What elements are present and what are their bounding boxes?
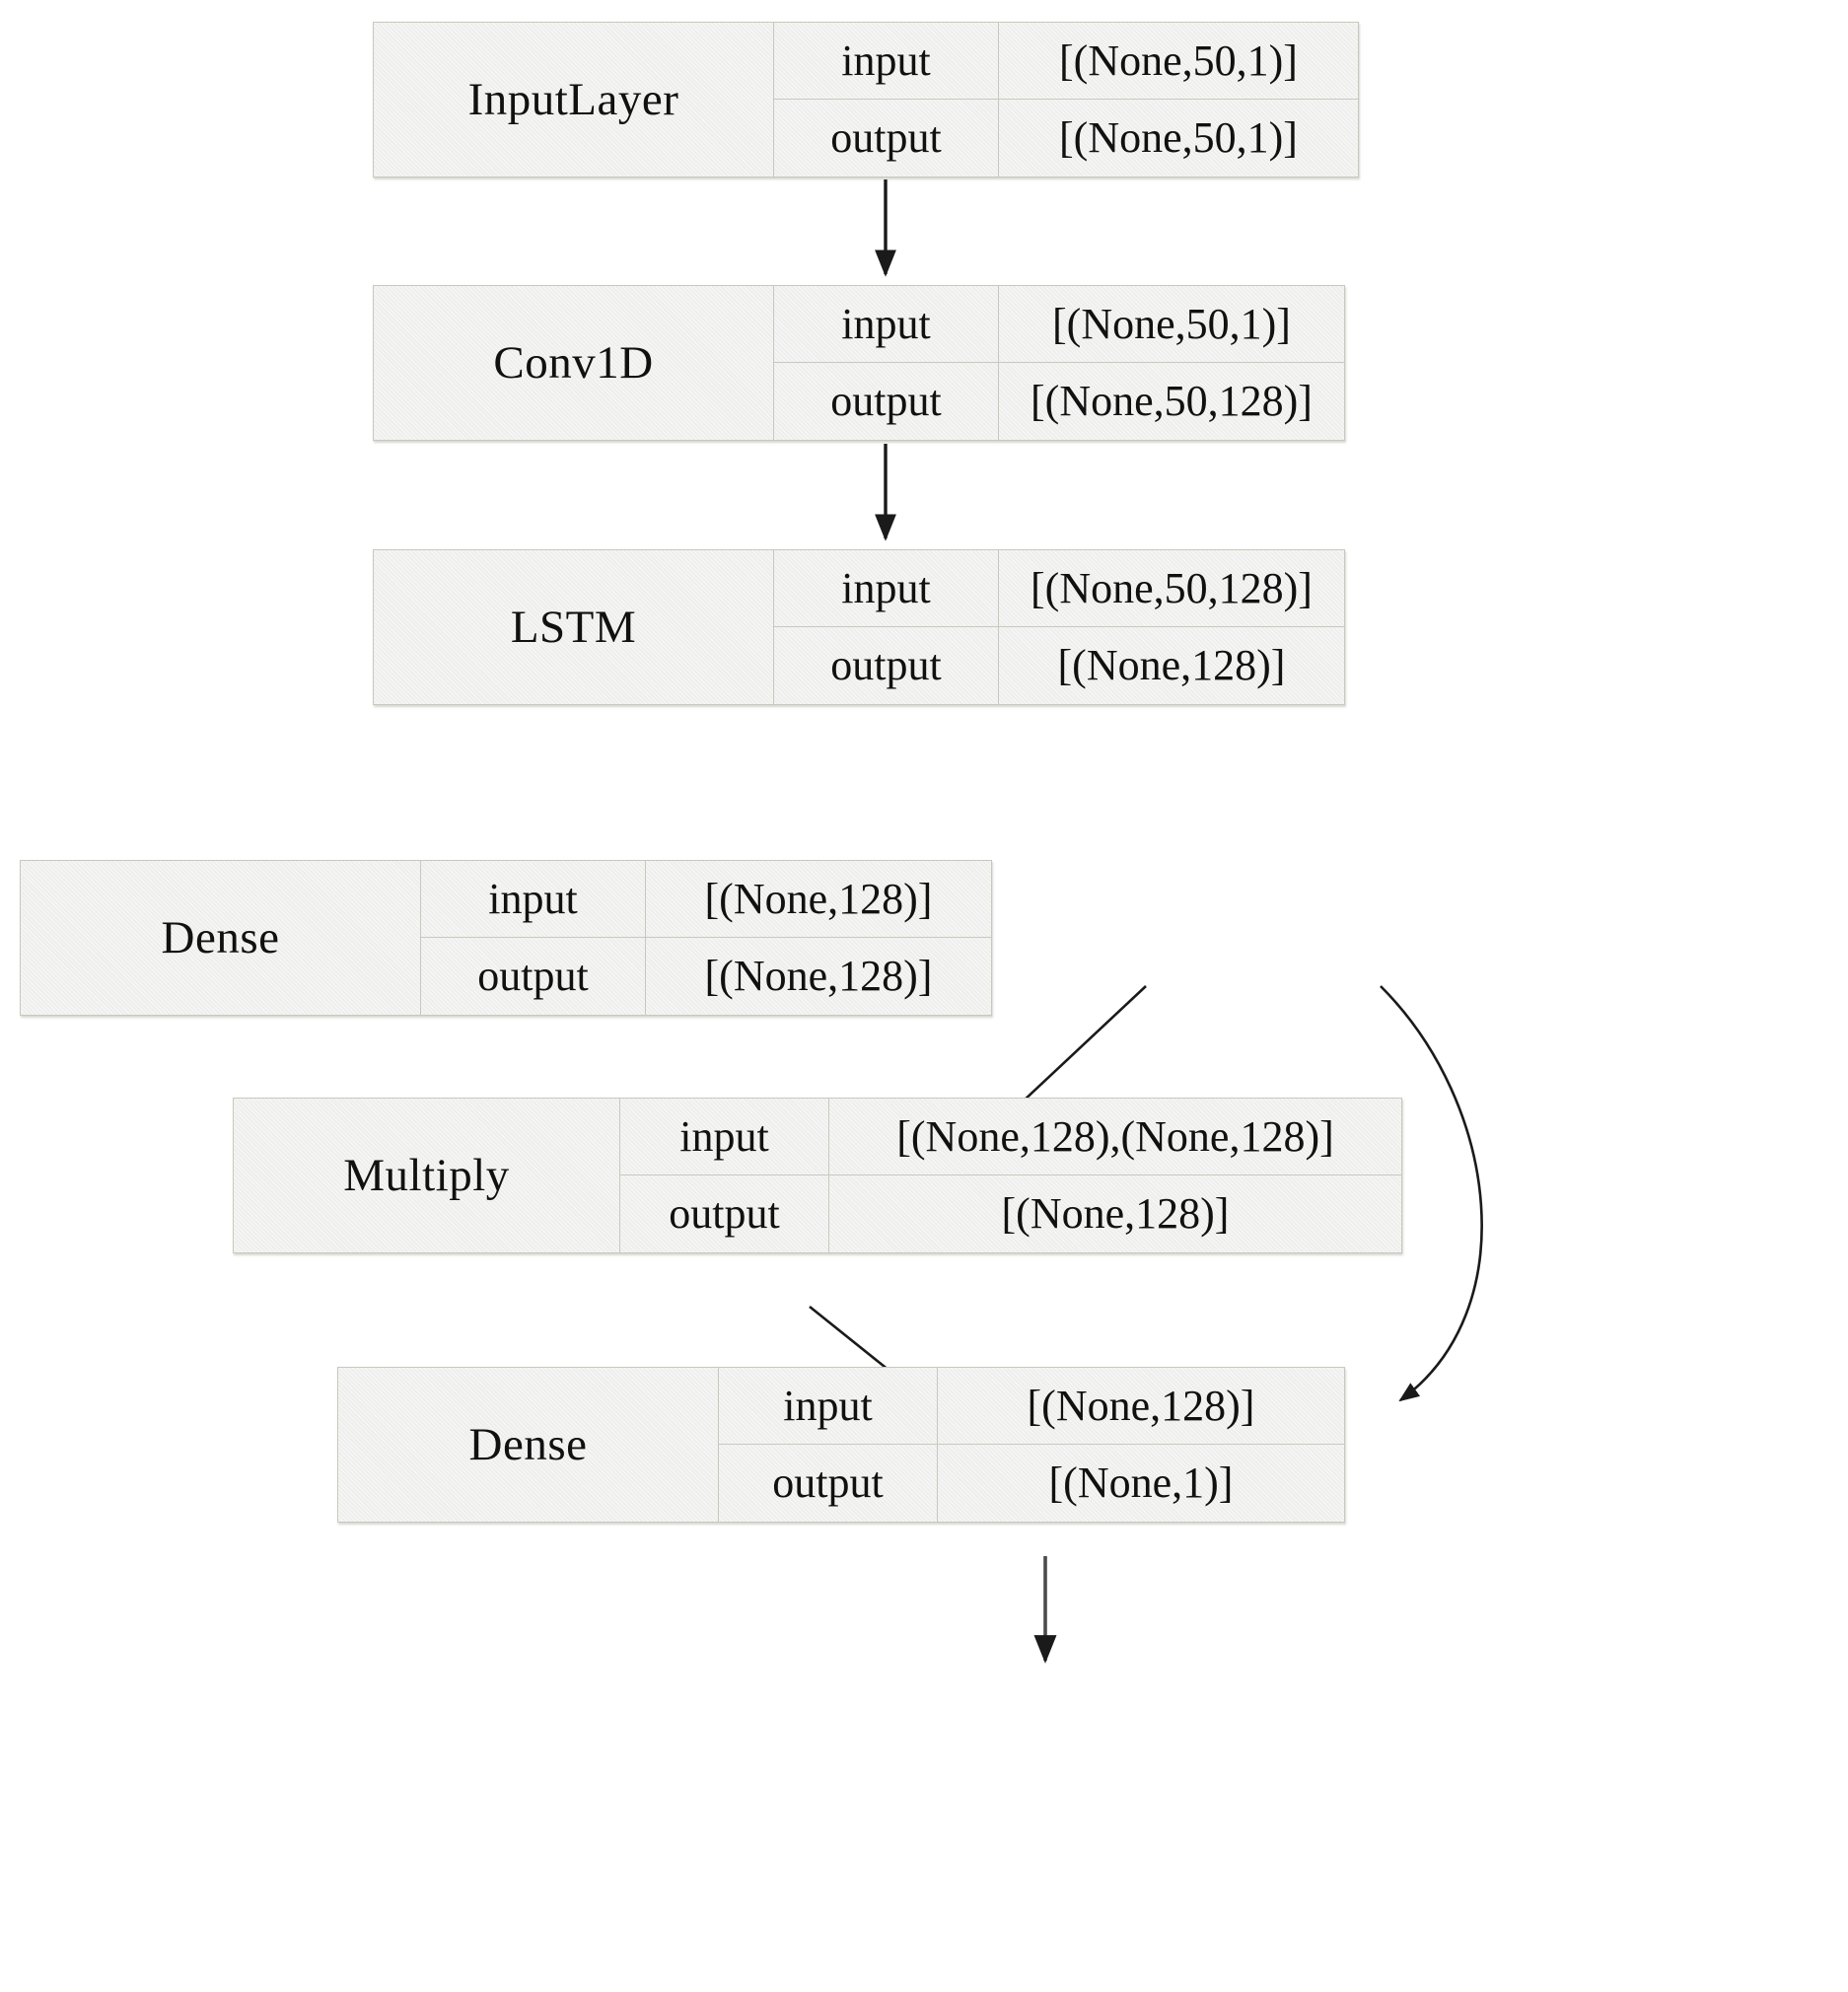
io-shape-input: [(None,128)] <box>1027 1381 1255 1430</box>
io-shape-output: [(None,128)] <box>704 952 933 1000</box>
io-row-label-input: input <box>774 286 999 362</box>
layer-name-multiply: Multiply <box>234 1099 620 1252</box>
io-shape-input: [(None,50,1)] <box>1059 36 1298 85</box>
io-row-output: output [(None,50,128)] <box>774 363 1344 440</box>
io-row-input: input [(None,50,128)] <box>774 550 1344 627</box>
io-row-label-input: input <box>774 23 999 99</box>
layer-node-dense-attention[interactable]: Dense input [(None,128)] output [(None,1… <box>20 860 992 1016</box>
io-row-input: input [(None,50,1)] <box>774 286 1344 363</box>
layer-node-conv1d[interactable]: Conv1D input [(None,50,1)] output [(None… <box>373 285 1345 441</box>
io-row-label-output: output <box>774 363 999 440</box>
layer-name-dense-attention: Dense <box>21 861 421 1015</box>
io-row-output: output [(None,128)] <box>620 1175 1401 1252</box>
layer-name-input-layer: InputLayer <box>374 23 774 177</box>
layer-node-input-layer[interactable]: InputLayer input [(None,50,1)] output [(… <box>373 22 1359 178</box>
io-shape-output: [(None,50,1)] <box>1059 113 1298 162</box>
layer-name-dense-output: Dense <box>338 1368 719 1522</box>
io-row-label-input: input <box>421 861 646 937</box>
layer-io-table-input-layer: input [(None,50,1)] output [(None,50,1)] <box>774 23 1358 177</box>
layer-io-table-dense-output: input [(None,128)] output [(None,1)] <box>719 1368 1344 1522</box>
io-row-label-output: output <box>421 938 646 1015</box>
io-row-input: input [(None,128)] <box>421 861 991 938</box>
io-row-label-output: output <box>719 1445 938 1522</box>
io-shape-output: [(None,50,128)] <box>1031 377 1313 425</box>
io-shape-input: [(None,50,128)] <box>1031 563 1313 612</box>
layer-node-multiply[interactable]: Multiply input [(None,128),(None,128)] o… <box>233 1098 1402 1253</box>
io-row-output: output [(None,50,1)] <box>774 100 1358 177</box>
io-row-input: input [(None,128),(None,128)] <box>620 1099 1401 1175</box>
layer-io-table-dense-attention: input [(None,128)] output [(None,128)] <box>421 861 991 1015</box>
io-shape-input: [(None,50,1)] <box>1052 299 1291 348</box>
io-shape-output: [(None,1)] <box>1048 1458 1234 1507</box>
io-row-label-input: input <box>774 550 999 626</box>
io-row-output: output [(None,128)] <box>774 627 1344 704</box>
io-row-output: output [(None,128)] <box>421 938 991 1015</box>
io-shape-input: [(None,128),(None,128)] <box>896 1111 1334 1161</box>
io-shape-input: [(None,128)] <box>704 874 933 923</box>
io-row-label-input: input <box>620 1099 829 1174</box>
io-shape-output: [(None,128)] <box>1057 641 1286 689</box>
io-row-label-output: output <box>774 100 999 177</box>
io-row-output: output [(None,1)] <box>719 1445 1344 1522</box>
io-row-label-output: output <box>774 627 999 704</box>
io-row-input: input [(None,128)] <box>719 1368 1344 1445</box>
layer-io-table-conv1d: input [(None,50,1)] output [(None,50,128… <box>774 286 1344 440</box>
layer-node-dense-output[interactable]: Dense input [(None,128)] output [(None,1… <box>337 1367 1345 1523</box>
layer-io-table-multiply: input [(None,128),(None,128)] output [(N… <box>620 1099 1401 1252</box>
io-row-label-output: output <box>620 1175 829 1252</box>
io-shape-output: [(None,128)] <box>1001 1189 1230 1238</box>
layer-io-table-lstm: input [(None,50,128)] output [(None,128)… <box>774 550 1344 704</box>
layer-name-conv1d: Conv1D <box>374 286 774 440</box>
layer-name-lstm: LSTM <box>374 550 774 704</box>
io-row-input: input [(None,50,1)] <box>774 23 1358 100</box>
io-row-label-input: input <box>719 1368 938 1444</box>
layer-node-lstm[interactable]: LSTM input [(None,50,128)] output [(None… <box>373 549 1345 705</box>
